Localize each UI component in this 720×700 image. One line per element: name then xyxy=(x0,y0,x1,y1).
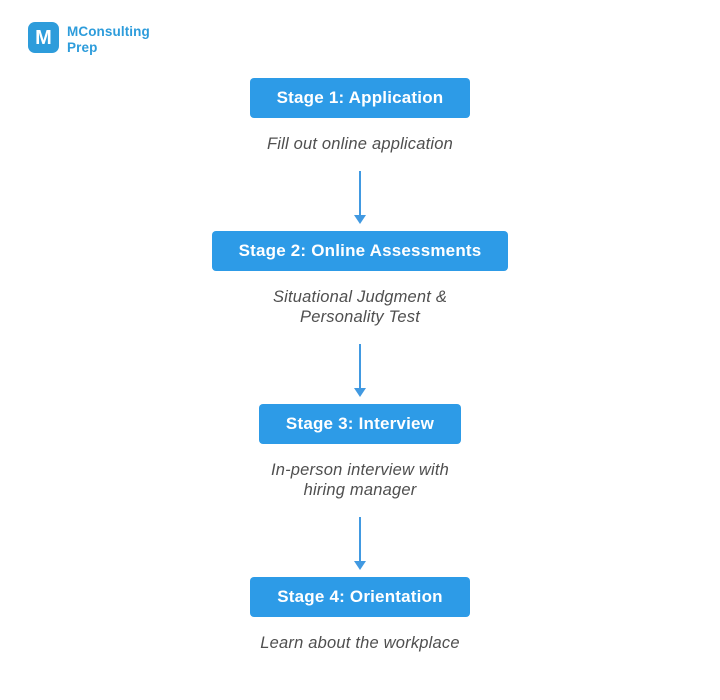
logo-text-line2: Prep xyxy=(67,40,98,56)
stage-1-label: Stage 1: Application xyxy=(249,78,471,118)
down-arrow-icon xyxy=(359,344,361,388)
brand-logo: M MConsulting Prep xyxy=(28,22,150,56)
stage-2-node: Stage 2: Online Assessments Situational … xyxy=(211,231,509,327)
stage-3-node: Stage 3: Interview In-person interview w… xyxy=(258,404,462,500)
logo-m-icon: M xyxy=(28,22,59,53)
stage-3-description: In-person interview with hiring manager xyxy=(270,461,450,499)
stage-1-description: Fill out online application xyxy=(266,135,454,153)
logo-text: MConsulting Prep xyxy=(67,22,150,56)
stage-1-node: Stage 1: Application Fill out online app… xyxy=(249,78,471,154)
stage-4-description: Learn about the workplace xyxy=(260,634,460,652)
stage-3-label: Stage 3: Interview xyxy=(258,404,462,444)
stage-4-node: Stage 4: Orientation Learn about the wor… xyxy=(250,577,470,653)
stage-4-label: Stage 4: Orientation xyxy=(250,577,470,617)
logo-text-line1: MConsulting xyxy=(67,24,150,39)
down-arrow-icon xyxy=(359,517,361,561)
down-arrow-icon xyxy=(359,171,361,215)
stage-2-description: Situational Judgment & Personality Test xyxy=(272,288,448,326)
hiring-process-flowchart: Stage 1: Application Fill out online app… xyxy=(0,0,720,653)
stage-2-label: Stage 2: Online Assessments xyxy=(211,231,509,271)
